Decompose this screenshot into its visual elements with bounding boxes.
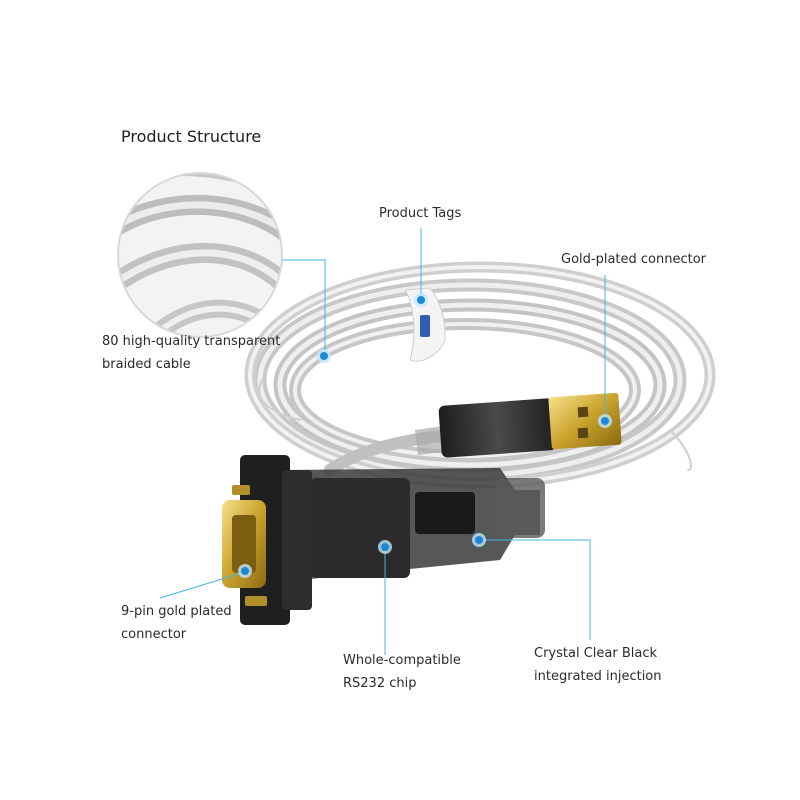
callout-dot-chip	[378, 540, 392, 554]
callout-label-tags: Product Tags	[379, 206, 462, 221]
callout-dot-injection	[472, 533, 486, 547]
callout-line-injection	[480, 539, 591, 640]
callout-dot-usb	[598, 414, 612, 428]
product-tag	[404, 287, 446, 362]
page-title: Product Structure	[121, 127, 262, 146]
callout-lines	[159, 228, 606, 655]
callout-dot-cable	[317, 349, 331, 363]
callout-label-usb: Gold-plated connector	[561, 252, 707, 267]
callout-line-db9	[159, 571, 246, 599]
callout-label-injection: Crystal Clear Black integrated injection	[534, 646, 662, 684]
usb-connector	[415, 392, 622, 458]
callout-line-cable	[282, 259, 326, 355]
cable-zoom-inset	[117, 172, 283, 338]
callout-label-cable: 80 high-quality transparent braided cabl…	[102, 334, 281, 372]
callout-label-chip: Whole-compatible RS232 chip	[343, 653, 461, 691]
callout-dots	[238, 293, 612, 578]
callout-dot-db9	[238, 564, 252, 578]
callout-dot-tags	[414, 293, 428, 307]
db9-connector	[222, 485, 267, 606]
callout-label-db9: 9-pin gold plated connector	[121, 604, 232, 642]
